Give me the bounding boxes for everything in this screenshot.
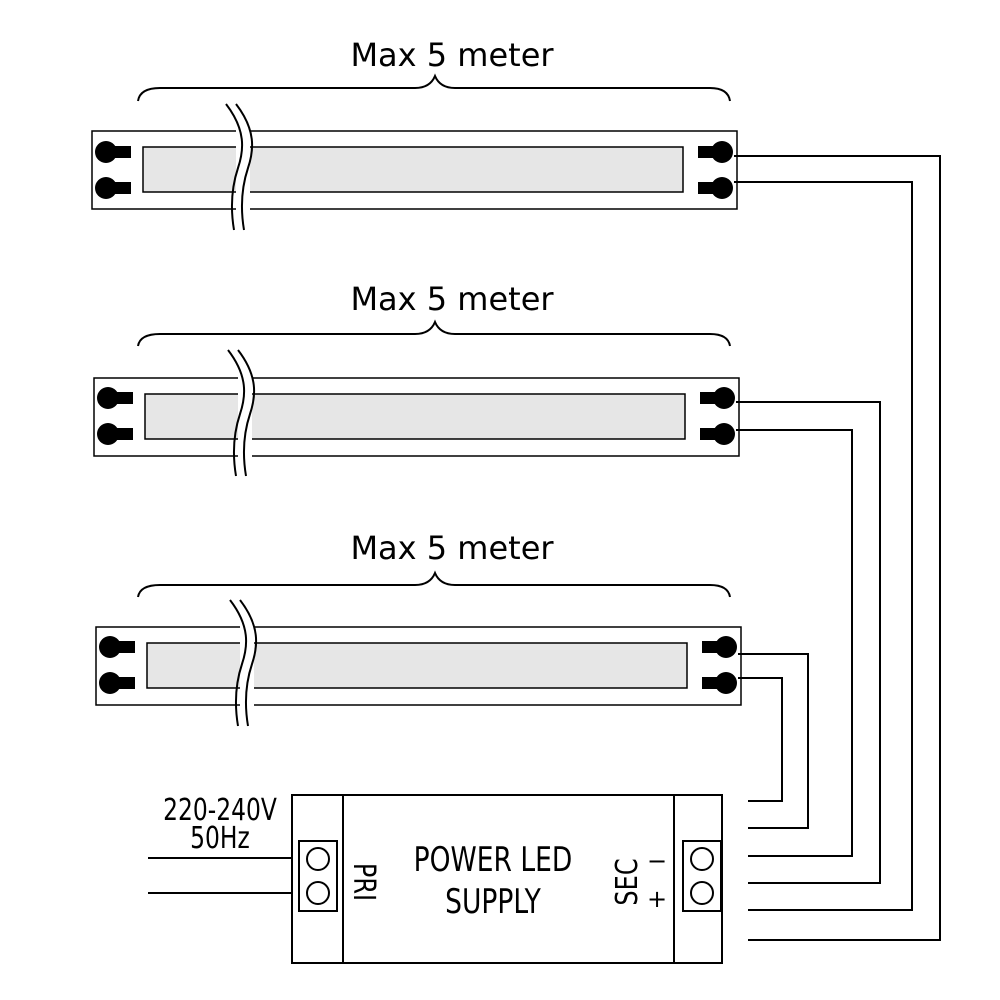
secondary-label: SEC [610, 858, 644, 905]
strip-3-led-panel [146, 642, 688, 689]
wiring [148, 155, 941, 941]
strip-3-left-terminal-top [99, 636, 135, 658]
strip-1-length-brace [137, 73, 731, 102]
strip-3-break-mark [229, 599, 258, 727]
strip-2-left-terminal-bottom [97, 423, 133, 445]
strip-1-break-mark [225, 102, 254, 232]
strip-3-right-terminal-top [702, 636, 737, 658]
mains-input-label: 220-240V 50Hz [163, 793, 277, 856]
strip-3-length-label: Max 5 meter [350, 529, 554, 567]
strip-2-right-terminal-top [700, 387, 735, 409]
minus-label: − [647, 847, 667, 875]
wire-strip-1-bottom [734, 181, 913, 911]
power-supply: PRI SEC − + POWER LED SUPPLY [291, 794, 723, 964]
strip-2-led-panel [144, 393, 686, 440]
wire-strip-2-top [736, 401, 881, 884]
strip-1-length-label: Max 5 meter [350, 36, 554, 74]
strip-1-right-terminal-bottom [698, 177, 733, 199]
strip-1-left-terminal-bottom [95, 177, 131, 199]
led-strip-2: Max 5 meter [93, 280, 740, 478]
supply-title-line1: POWER LED [414, 841, 573, 880]
strip-2-break-mark [227, 349, 256, 478]
strip-2-left-terminal-top [97, 387, 133, 409]
input-voltage-label: 220-240V [163, 793, 277, 828]
plus-label: + [647, 885, 667, 913]
strip-1-led-panel [142, 146, 684, 193]
strip-3-length-brace [137, 570, 731, 598]
led-strip-1: Max 5 meter [91, 36, 738, 232]
strip-2-length-brace [137, 319, 731, 347]
strip-2-length-label: Max 5 meter [350, 280, 554, 318]
power-supply-body [291, 794, 723, 964]
wire-strip-3-bottom [738, 677, 783, 802]
strip-3-left-terminal-bottom [99, 672, 135, 694]
wire-strip-2-bottom [736, 429, 853, 857]
primary-terminal-block [298, 840, 338, 912]
primary-label: PRI [346, 863, 380, 901]
supply-title-line2: SUPPLY [445, 883, 541, 922]
strip-1-right-terminal-top [698, 141, 733, 163]
input-frequency-label: 50Hz [190, 821, 250, 856]
strip-1-left-terminal-top [95, 141, 131, 163]
wire-strip-3-top [738, 653, 809, 829]
led-strip-3: Max 5 meter [95, 529, 742, 727]
strip-2-right-terminal-bottom [700, 423, 735, 445]
wire-strip-1-top [734, 155, 941, 941]
secondary-terminal-block [682, 840, 722, 912]
strip-3-right-terminal-bottom [702, 672, 737, 694]
